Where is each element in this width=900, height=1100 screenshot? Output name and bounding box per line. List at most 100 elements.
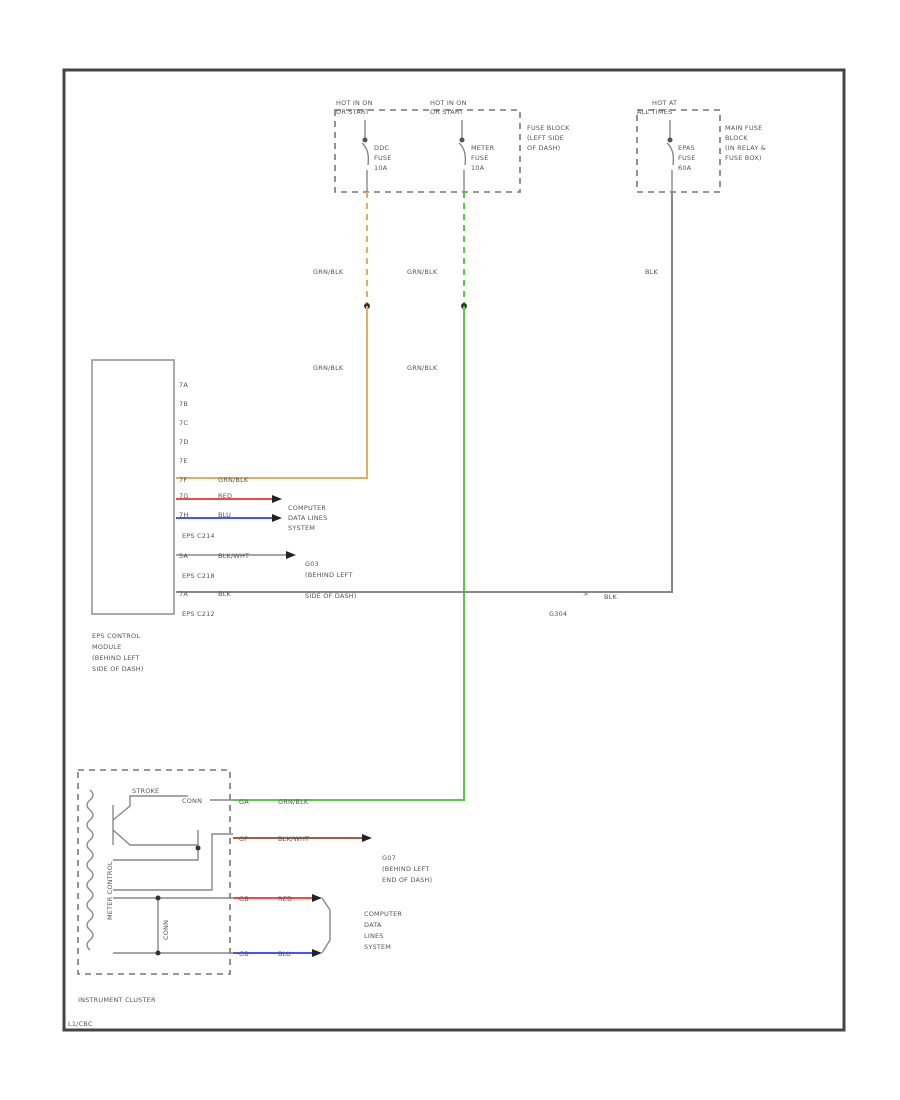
eps-wire-7a-blk: BLK	[218, 590, 231, 598]
eps-pin-7d: 7D	[179, 438, 189, 446]
eps-module-box	[91, 359, 175, 615]
main-fuse-block-label-2: BLOCK	[725, 134, 748, 142]
diagram-frame	[62, 68, 846, 1032]
fuse-2-word: FUSE	[471, 154, 489, 162]
data-link-2-label-3: LINES	[364, 932, 384, 940]
eps-pin-7e: 7E	[179, 457, 188, 465]
cluster-node-3	[155, 950, 161, 956]
ground-1-label-1: G03	[305, 560, 319, 568]
hot-label-2: HOT IN ON	[430, 99, 467, 107]
cluster-wire-mid: BLK/WHT	[278, 835, 309, 843]
fuse-2-terminal	[459, 137, 465, 143]
data-link-1-label-2: DATA LINES	[288, 514, 327, 522]
main-fuse-block-outline	[636, 109, 721, 193]
arrow-blk-wht-cluster	[362, 834, 372, 842]
cluster-node-2	[155, 895, 161, 901]
cluster-wire-top: GRN/BLK	[278, 798, 309, 806]
cluster-pin-blu: GB	[239, 950, 249, 958]
ground-g304-symbol: >	[583, 590, 589, 598]
wire-label-w1-mid: GRN/BLK	[313, 364, 344, 372]
ground-2-label-2: (BEHIND LEFT	[382, 865, 430, 873]
fuse-2-symbol	[458, 120, 467, 192]
fuse-block-outline	[334, 109, 521, 193]
fuse-block: HOT IN ON OR START HOT IN ON OR START DD…	[334, 99, 570, 193]
data-link-2-bracket	[321, 897, 331, 954]
eps-label-3: (BEHIND LEFT	[92, 654, 140, 662]
ground-2-label-1: G07	[382, 854, 396, 862]
eps-label-1: EPS CONTROL	[92, 632, 140, 640]
eps-pin-7c: 7C	[179, 419, 188, 427]
cluster-internal-wires	[113, 799, 233, 954]
cluster-pin-top: GA	[239, 798, 249, 806]
main-fuse-name: EPAS	[678, 144, 695, 152]
wire-label-w2-top: GRN/BLK	[407, 268, 438, 276]
cluster-inner-top: STROKE	[132, 787, 159, 795]
wire-grn-blk-1	[176, 306, 368, 479]
data-link-1-label-1: COMPUTER	[288, 504, 326, 512]
main-fuse-symbol	[666, 120, 675, 192]
arrow-blu-cluster	[312, 949, 322, 957]
eps-pin-7a-blk: 7A	[179, 590, 188, 598]
fuse-block-label-3: OF DASH)	[527, 144, 560, 152]
eps-wire-7f: GRN/BLK	[218, 476, 249, 484]
wire-label-w3-top: BLK	[645, 268, 658, 276]
main-hot-sub-label: ALL TIMES	[637, 108, 672, 116]
cluster-label: INSTRUMENT CLUSTER	[78, 996, 156, 1004]
fuse-1-amp: 10A	[374, 164, 388, 172]
wire-blk-main	[176, 192, 673, 593]
eps-pin-7b: 7B	[179, 400, 188, 408]
eps-wire-7g: RED	[218, 492, 232, 500]
fuse-2-amp: 10A	[471, 164, 485, 172]
arrow-blk-wht-eps	[286, 551, 296, 559]
data-link-2-label-4: SYSTEM	[364, 943, 391, 951]
fuse-1-symbol	[361, 120, 370, 192]
wire-label-blk-right: BLK	[604, 593, 617, 601]
main-fuse-block: HOT AT ALL TIMES EPAS FUSE 60A MAIN FUSE…	[636, 99, 766, 193]
fuse-1-terminal	[362, 137, 368, 143]
main-fuse-word: FUSE	[678, 154, 696, 162]
arrow-red-cluster	[312, 894, 322, 902]
cluster-pin-mid: GP	[239, 835, 248, 843]
fuse-2-name: METER	[471, 144, 495, 152]
main-fuse-amp: 60A	[678, 164, 692, 172]
eps-label-2: MODULE	[92, 643, 121, 651]
cluster-inner-right: CONN	[182, 797, 202, 805]
cluster-left-wavy	[86, 789, 94, 951]
eps-pin-7g: 7G	[179, 492, 189, 500]
eps-label-4: SIDE OF DASH)	[92, 665, 144, 673]
ground-g304-label: G304	[549, 610, 567, 618]
cluster-node-1	[195, 845, 201, 851]
cluster-inner-vertical: METER CONTROL	[106, 861, 114, 920]
data-link-2-label-1: COMPUTER	[364, 910, 402, 918]
eps-wire-5a: BLK/WHT	[218, 552, 249, 560]
eps-connector-c: EPS C212	[182, 610, 215, 618]
fuse-block-label-2: (LEFT SIDE	[527, 134, 564, 142]
eps-wire-7h: BLU	[218, 511, 231, 519]
cluster-inner-mid: CONN	[162, 920, 170, 940]
hot-sub-label-2: OR START	[430, 108, 463, 116]
arrow-blu-eps	[272, 514, 282, 522]
cluster-wire-red: RED	[278, 895, 292, 903]
fuse-block-label-1: FUSE BLOCK	[527, 124, 570, 132]
arrow-red-eps	[272, 495, 282, 503]
cluster-outline	[77, 769, 231, 975]
cluster-transistor	[112, 795, 199, 846]
cluster-wire-blu: BLU	[278, 950, 291, 958]
eps-pin-7h: 7H	[179, 511, 188, 519]
ground-1-label-2: (BEHIND LEFT	[305, 571, 353, 579]
main-fuse-block-label-3: (IN RELAY &	[725, 144, 766, 152]
hot-label-1: HOT IN ON	[336, 99, 373, 107]
wire-label-w2-mid: GRN/BLK	[407, 364, 438, 372]
main-fuse-block-label-4: FUSE BOX)	[725, 154, 762, 162]
ground-2-label-3: END OF DASH)	[382, 876, 432, 884]
main-hot-label: HOT AT	[652, 99, 677, 107]
wire-grn-blk-2	[233, 306, 465, 801]
wire-label-w1-top: GRN/BLK	[313, 268, 344, 276]
cluster-pin-red: GB	[239, 895, 249, 903]
fuse-1-name: DDC	[374, 144, 389, 152]
eps-connector-b: EPS C218	[182, 572, 215, 580]
main-fuse-block-label-1: MAIN FUSE	[725, 124, 762, 132]
hot-sub-label-1: OR START	[336, 108, 369, 116]
eps-pin-7f: 7F	[179, 476, 187, 484]
